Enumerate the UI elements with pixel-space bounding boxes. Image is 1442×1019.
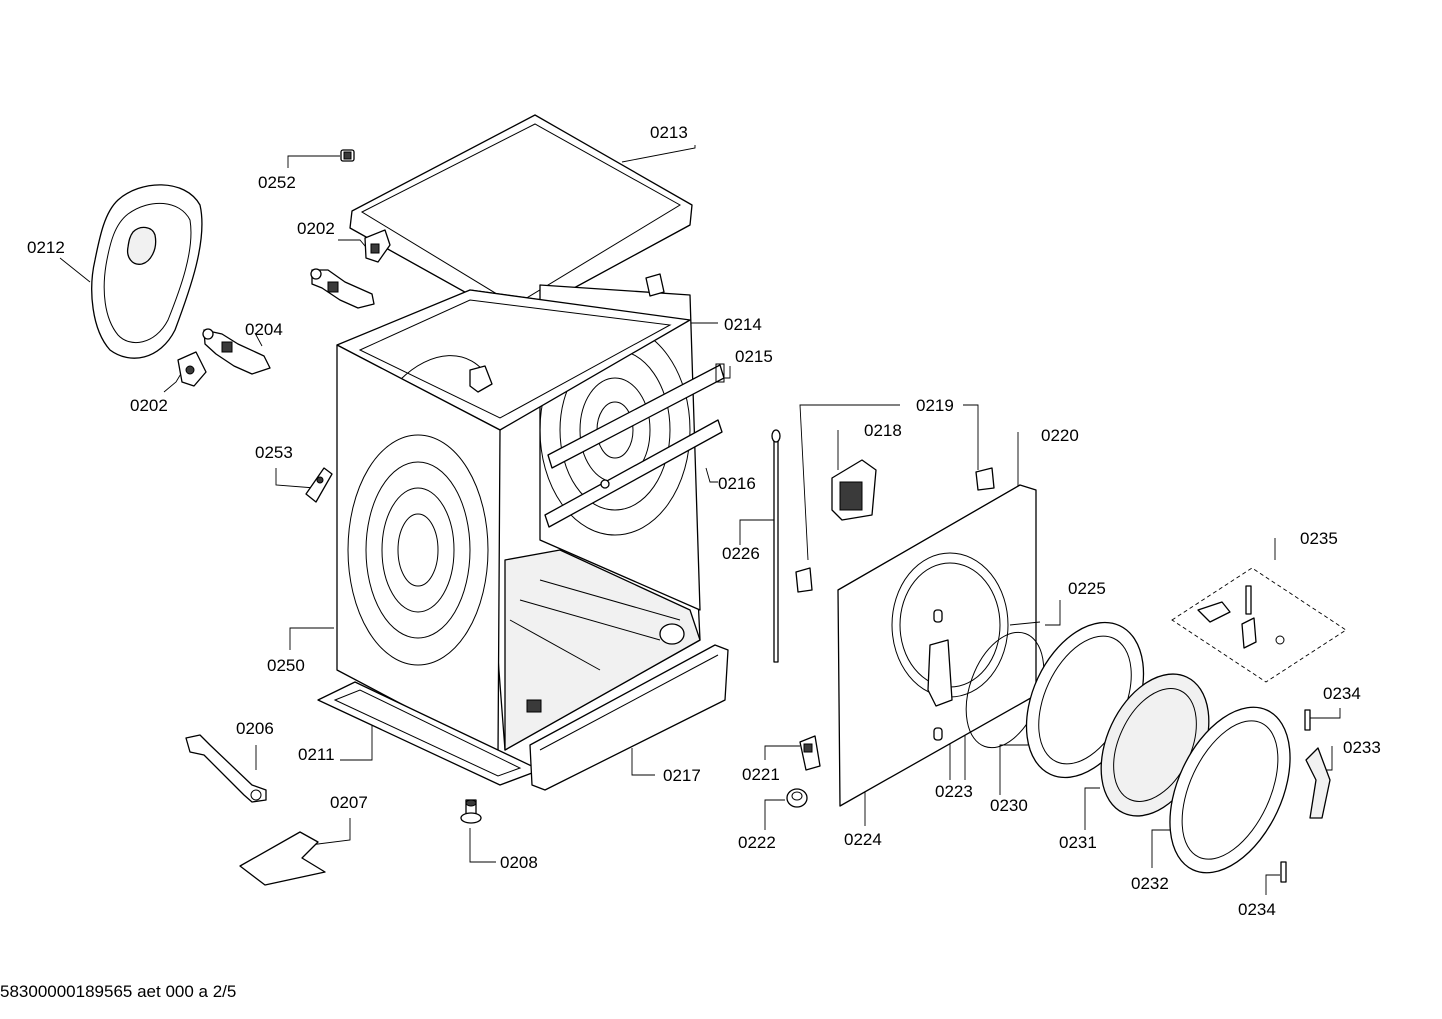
- callout-0230: 0230: [990, 796, 1028, 815]
- part-0218-module: [831, 459, 877, 521]
- part-0222-cap: [786, 788, 808, 808]
- part-0216-lower-rail: [544, 419, 723, 528]
- callout-0215: 0215: [735, 347, 773, 366]
- callout-0216: 0216: [718, 474, 756, 493]
- callout-0232: 0232: [1131, 874, 1169, 893]
- callout-0214: 0214: [724, 315, 762, 334]
- callout-0224: 0224: [844, 830, 882, 849]
- part-0208-foot-screw: [460, 799, 482, 824]
- callout-0207: 0207: [330, 793, 368, 812]
- callout-0220: 0220: [1041, 426, 1079, 445]
- document-id-footer: 58300000189565 aet 000 a 2/5: [0, 982, 237, 1001]
- callout-0234-lower: 0234: [1238, 900, 1276, 919]
- callout-0226: 0226: [722, 544, 760, 563]
- callout-0233: 0233: [1343, 738, 1381, 757]
- callout-0219: 0219: [916, 396, 954, 415]
- part-0204-lower-damper: [202, 328, 271, 375]
- callout-0202-upper: 0202: [297, 219, 335, 238]
- part-0234-pin-lower: [1280, 861, 1287, 883]
- callout-0206: 0206: [236, 719, 274, 738]
- part-0219-clip-upper: [975, 467, 995, 491]
- part-0232-door-ring: [1169, 706, 1291, 874]
- callout-0223: 0223: [935, 782, 973, 801]
- part-0233-handle: [1305, 747, 1331, 819]
- part-0214-hook-right: [645, 273, 665, 297]
- part-0213-top-cover: [349, 114, 693, 321]
- part-0212-rear-cover: [91, 184, 203, 359]
- callout-0204: 0204: [245, 320, 283, 339]
- callout-0225: 0225: [1068, 579, 1106, 598]
- part-0215-upper-rail: [547, 363, 725, 469]
- callout-0218: 0218: [864, 421, 902, 440]
- part-0219-clip-lower: [795, 567, 813, 593]
- part-0234-pin-upper: [1304, 709, 1311, 731]
- part-0202-lower-clip: [177, 351, 207, 387]
- callout-0231: 0231: [1059, 833, 1097, 852]
- callout-0211: 0211: [298, 745, 335, 764]
- part-0224-lock-hook: [927, 639, 953, 707]
- part-0206-spanner: [185, 734, 267, 803]
- callout-labels: 0252 0213 0212 0202 0204 0202 0214 0215 …: [27, 123, 1381, 919]
- part-0207-transport-plate: [239, 831, 326, 886]
- part-0202-upper-clip: [364, 229, 391, 263]
- callout-0250: 0250: [267, 656, 305, 675]
- callout-0234-upper: 0234: [1323, 684, 1361, 703]
- callout-0208: 0208: [500, 853, 538, 872]
- part-0204-upper-damper: [310, 268, 375, 309]
- callout-0213: 0213: [650, 123, 688, 142]
- part-0252-screw: [340, 149, 355, 162]
- callout-0202-lower: 0202: [130, 396, 168, 415]
- part-0223-pin-upper: [933, 609, 943, 623]
- callout-0235: 0235: [1300, 529, 1338, 548]
- callout-0221: 0221: [742, 765, 780, 784]
- callout-0253: 0253: [255, 443, 293, 462]
- part-0253-bracket: [305, 467, 333, 503]
- part-0214-hook-left: [469, 365, 493, 393]
- part-0221-clip: [799, 735, 821, 771]
- part-0226-cable: [771, 429, 781, 663]
- part-0235-hinge-kit: [1171, 567, 1347, 683]
- part-0223-pin-lower: [933, 727, 943, 741]
- callout-0217: 0217: [663, 766, 701, 785]
- callout-0252: 0252: [258, 173, 296, 192]
- callout-0212: 0212: [27, 238, 65, 257]
- callout-0222: 0222: [738, 833, 776, 852]
- part-0217-plinth: [529, 644, 729, 791]
